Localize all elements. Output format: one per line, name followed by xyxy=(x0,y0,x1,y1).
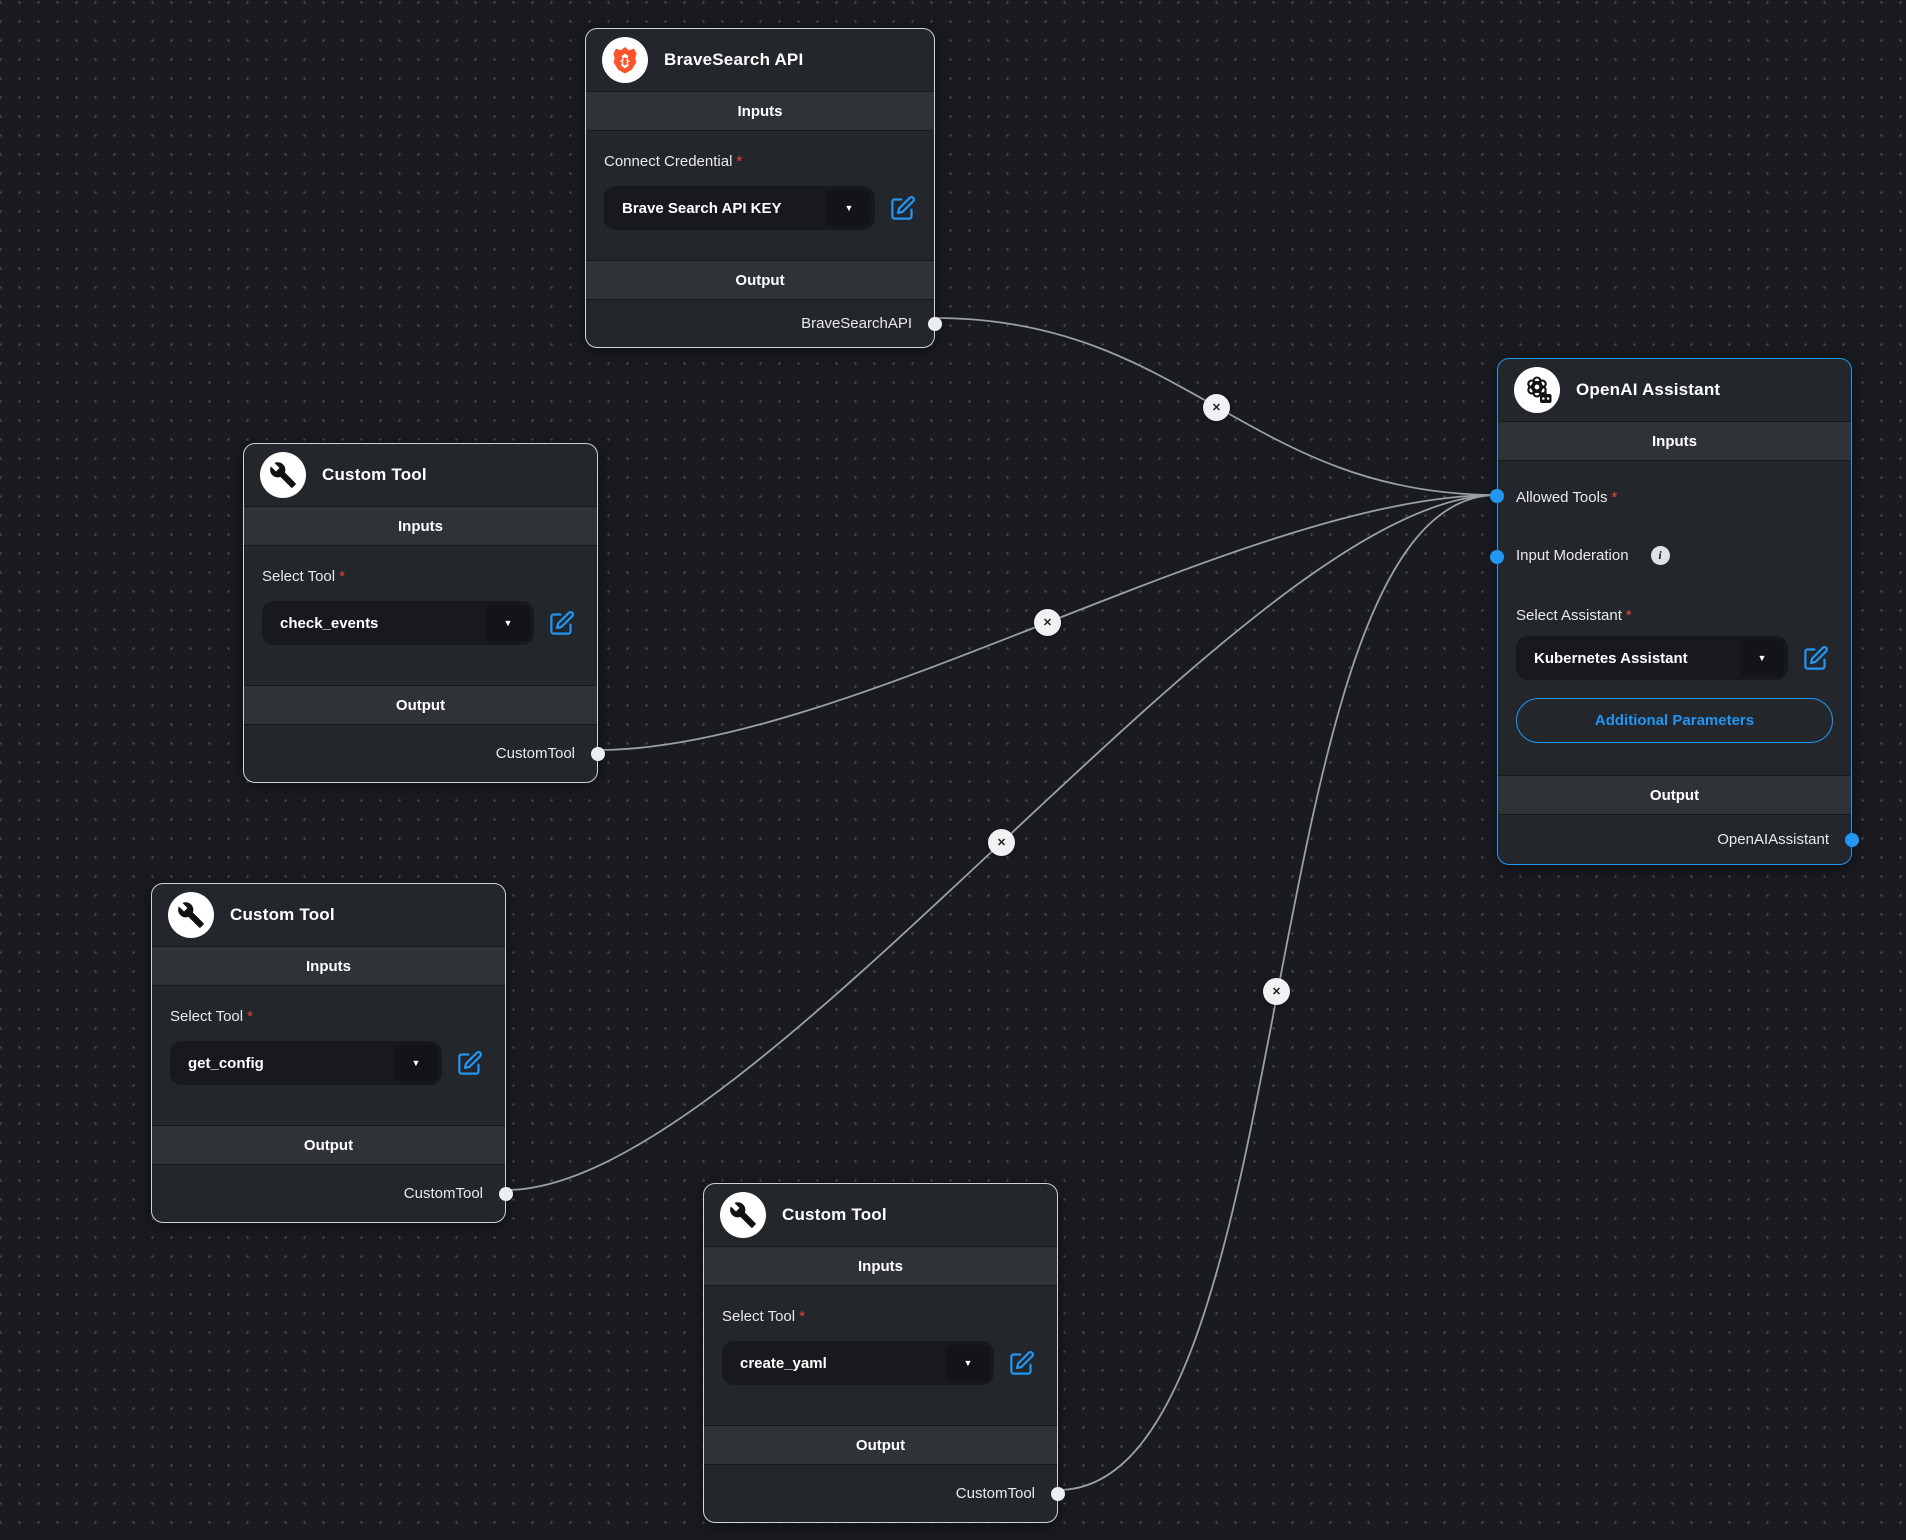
node-title: OpenAI Assistant xyxy=(1576,380,1721,399)
select-tool-label: Select Tool* xyxy=(722,1308,805,1325)
tool-select-value: get_config xyxy=(188,1054,264,1072)
select-tool-label: Select Tool* xyxy=(262,568,345,585)
output-section-header: Output xyxy=(152,1125,505,1165)
chevron-down-icon[interactable]: ▼ xyxy=(394,1045,438,1081)
node-header: Custom Tool xyxy=(244,444,597,506)
node-custom-tool-create-yaml[interactable]: Custom Tool Inputs Select Tool* create_y… xyxy=(703,1183,1065,1523)
wrench-icon xyxy=(260,452,306,498)
allowed-tools-label: Allowed Tools* xyxy=(1516,489,1618,506)
inputs-section-header: Inputs xyxy=(586,91,934,131)
additional-parameters-button[interactable]: Additional Parameters xyxy=(1516,698,1833,743)
connect-credential-label: Connect Credential* xyxy=(604,153,743,170)
output-anchor-label: CustomTool xyxy=(495,745,575,762)
node-header: BraveSearch API xyxy=(586,29,934,91)
edit-credential-icon[interactable] xyxy=(889,195,916,222)
chevron-down-icon[interactable]: ▼ xyxy=(946,1345,990,1381)
edge-delete-button[interactable]: ✕ xyxy=(1034,609,1061,636)
input-moderation-input-port[interactable] xyxy=(1490,550,1504,564)
output-section-header: Output xyxy=(244,685,597,725)
edge-delete-button[interactable]: ✕ xyxy=(988,829,1015,856)
wrench-icon xyxy=(720,1192,766,1238)
edge-delete-button[interactable]: ✕ xyxy=(1263,978,1290,1005)
output-port[interactable] xyxy=(1845,832,1859,847)
input-moderation-label: Input Moderation i xyxy=(1516,546,1833,565)
node-openai-assistant[interactable]: OpenAI Assistant Inputs Allowed Tools* I… xyxy=(1490,358,1859,865)
node-header: OpenAI Assistant xyxy=(1498,359,1851,421)
edit-tool-icon[interactable] xyxy=(456,1050,483,1077)
required-asterisk: * xyxy=(247,1008,253,1025)
wrench-icon xyxy=(168,892,214,938)
output-anchor-label: CustomTool xyxy=(403,1185,483,1202)
node-title: Custom Tool xyxy=(782,1205,887,1224)
chevron-down-icon[interactable]: ▼ xyxy=(1740,640,1784,676)
tool-select-value: check_events xyxy=(280,614,379,632)
output-anchor-label: CustomTool xyxy=(955,1485,1035,1502)
required-asterisk: * xyxy=(1625,607,1632,624)
chevron-down-icon[interactable]: ▼ xyxy=(827,190,871,226)
node-title: Custom Tool xyxy=(322,465,427,484)
output-section-header: Output xyxy=(704,1425,1057,1465)
output-port[interactable] xyxy=(1051,1486,1065,1501)
output-port[interactable] xyxy=(591,746,605,761)
output-port[interactable] xyxy=(928,316,942,331)
edit-tool-icon[interactable] xyxy=(548,610,575,637)
output-section-header: Output xyxy=(1498,775,1851,815)
brave-icon xyxy=(602,37,648,83)
credential-select-value: Brave Search API KEY xyxy=(622,199,782,217)
info-icon[interactable]: i xyxy=(1650,546,1670,565)
edit-assistant-icon[interactable] xyxy=(1802,645,1829,672)
node-custom-tool-get-config[interactable]: Custom Tool Inputs Select Tool* get_conf… xyxy=(151,883,513,1223)
edge-delete-button[interactable]: ✕ xyxy=(1203,394,1230,421)
tool-select[interactable]: create_yaml ▼ xyxy=(722,1341,994,1385)
select-tool-label: Select Tool* xyxy=(170,1008,253,1025)
allowed-tools-input-port[interactable] xyxy=(1490,489,1504,503)
tool-select[interactable]: get_config ▼ xyxy=(170,1041,442,1085)
select-assistant-label: Select Assistant* xyxy=(1516,607,1632,624)
node-title: BraveSearch API xyxy=(664,50,804,69)
chevron-down-icon[interactable]: ▼ xyxy=(486,605,530,641)
node-header: Custom Tool xyxy=(704,1184,1057,1246)
node-bravesearch-api[interactable]: BraveSearch API Inputs Connect Credentia… xyxy=(585,28,942,348)
node-custom-tool-check-events[interactable]: Custom Tool Inputs Select Tool* check_ev… xyxy=(243,443,605,783)
output-section-header: Output xyxy=(586,260,934,300)
openai-icon xyxy=(1514,367,1560,413)
node-header: Custom Tool xyxy=(152,884,505,946)
required-asterisk: * xyxy=(339,568,345,585)
tool-select[interactable]: check_events ▼ xyxy=(262,601,534,645)
tool-select-value: create_yaml xyxy=(740,1354,827,1372)
inputs-section-header: Inputs xyxy=(244,506,597,546)
credential-select[interactable]: Brave Search API KEY ▼ xyxy=(604,186,875,230)
output-anchor-label: BraveSearchAPI xyxy=(801,315,912,332)
required-asterisk: * xyxy=(799,1308,805,1325)
assistant-select[interactable]: Kubernetes Assistant ▼ xyxy=(1516,636,1788,680)
output-port[interactable] xyxy=(499,1186,513,1201)
required-asterisk: * xyxy=(736,153,743,170)
edit-tool-icon[interactable] xyxy=(1008,1350,1035,1377)
inputs-section-header: Inputs xyxy=(1498,421,1851,461)
inputs-section-header: Inputs xyxy=(152,946,505,986)
node-title: Custom Tool xyxy=(230,905,335,924)
output-anchor-label: OpenAIAssistant xyxy=(1717,831,1829,848)
required-asterisk: * xyxy=(1611,489,1618,506)
robot-badge xyxy=(1540,391,1552,403)
inputs-section-header: Inputs xyxy=(704,1246,1057,1286)
assistant-select-value: Kubernetes Assistant xyxy=(1534,649,1688,667)
